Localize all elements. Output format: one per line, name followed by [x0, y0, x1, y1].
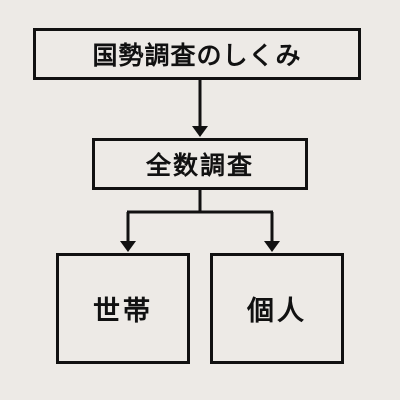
leaf-node-household-label: 世帯	[93, 296, 153, 327]
root-node: 国勢調査のしくみ	[33, 28, 361, 80]
leaf-node-individual-label: 個人	[247, 296, 307, 327]
root-node-label: 国勢調査のしくみ	[92, 41, 302, 70]
arrowhead-left-leaf	[120, 241, 136, 252]
leaf-node-individual: 個人	[210, 253, 344, 364]
arrowhead-right-leaf	[264, 241, 280, 252]
leaf-node-household: 世帯	[56, 253, 190, 364]
middle-node-label: 全数調査	[145, 151, 254, 180]
arrowhead-middle	[192, 126, 208, 137]
middle-node: 全数調査	[92, 138, 308, 190]
